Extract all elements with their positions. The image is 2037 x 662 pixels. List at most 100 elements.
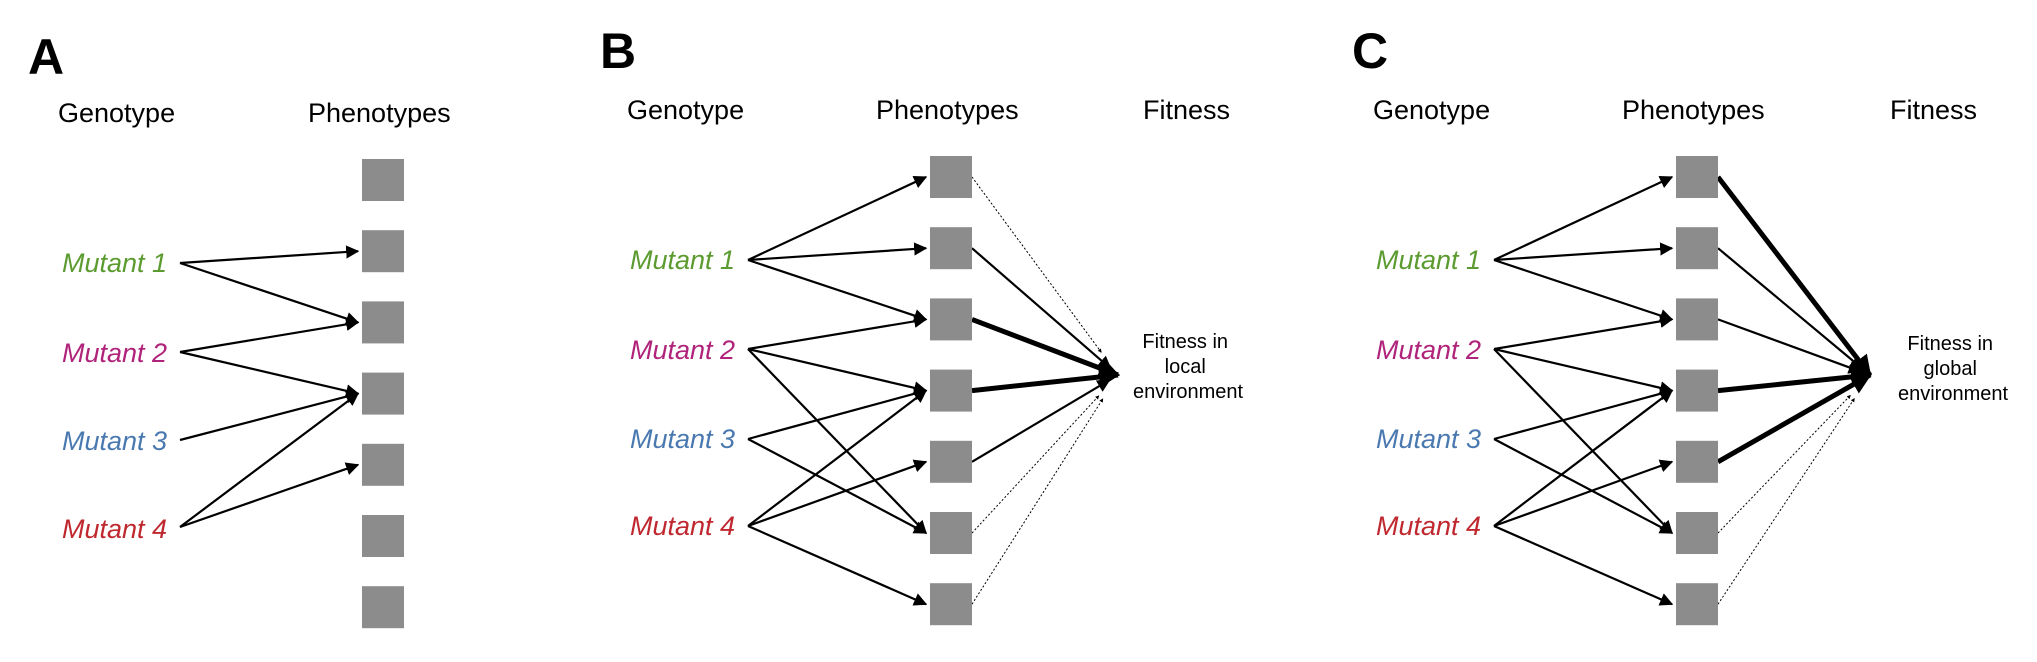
mutant-1-label: Mutant 1 (1376, 245, 1481, 275)
fitness-label-line: environment (1133, 381, 1244, 403)
genotype-phenotype-arrow (1493, 438, 1674, 534)
panel-c: C Genotype Phenotypes Fitness Mutant 1 M… (1352, 23, 2009, 626)
phenotype-fitness-arrow (1717, 398, 1855, 605)
genotype-header: Genotype (627, 95, 744, 125)
phenotype-fitness-arrow (1716, 372, 1872, 464)
mutant-4-label: Mutant 4 (62, 514, 167, 544)
mutant-4-label: Mutant 4 (1376, 511, 1481, 541)
mutant-1-label: Mutant 1 (630, 245, 735, 275)
panel-b: B Genotype Phenotypes Fitness Mutant 1 M… (600, 23, 1244, 626)
genotype-phenotype-arrow (747, 389, 928, 527)
phenotypes-header: Phenotypes (308, 98, 451, 128)
genotype-phenotype-arrow (1493, 314, 1674, 351)
phenotype-box (1676, 156, 1718, 198)
phenotype-box (930, 298, 972, 341)
fitness-header: Fitness (1143, 95, 1230, 125)
genotype-phenotype-arrow (1493, 348, 1673, 534)
genotype-phenotype-arrow (747, 176, 928, 261)
genotype-phenotype-arrow (179, 462, 360, 529)
genotype-phenotype-arrow (1493, 242, 1674, 262)
genotype-phenotype-arrow (1493, 258, 1674, 322)
phenotypes-header: Phenotypes (876, 95, 1019, 125)
genotype-phenotype-arrow (747, 438, 928, 534)
phenotype-box (930, 227, 972, 270)
phenotype-boxes (362, 159, 404, 629)
genotype-phenotype-arrow (1493, 459, 1674, 528)
fitness-label-line: Fitness in (1907, 333, 1993, 355)
genotype-phenotype-arrow (179, 350, 360, 398)
phenotype-fitness-arrow (971, 398, 1104, 605)
genotype-phenotype-arrows (747, 176, 928, 606)
phenotype-box (930, 583, 972, 626)
fitness-node-label: Fitness in local environment (1133, 331, 1244, 403)
fitness-label-line: local (1165, 356, 1206, 378)
panel-label: A (28, 29, 64, 85)
phenotype-box (362, 372, 404, 415)
mutant-3-label: Mutant 3 (630, 424, 735, 454)
genotype-phenotype-arrow (747, 348, 927, 534)
mutant-2-label: Mutant 2 (62, 338, 167, 368)
phenotype-box (930, 440, 972, 483)
phenotype-fitness-arrow (971, 247, 1112, 370)
genotype-phenotype-arrows (179, 245, 360, 529)
genotype-phenotype-arrow (179, 261, 360, 325)
phenotype-fitness-arrow (1717, 247, 1864, 370)
phenotype-fitness-arrow (971, 395, 1100, 534)
mutant-2-label: Mutant 2 (1376, 335, 1481, 365)
phenotype-box (362, 159, 404, 201)
genotype-phenotype-arrow (747, 347, 928, 395)
fitness-label-line: global (1924, 358, 1977, 380)
genotype-phenotype-arrow (1493, 176, 1674, 261)
genotype-phenotype-arrow (179, 392, 360, 528)
genotype-phenotype-arrow (1493, 387, 1674, 441)
phenotype-box (1676, 583, 1718, 626)
phenotype-box (1676, 369, 1718, 412)
phenotype-box (930, 156, 972, 198)
phenotype-box (1676, 512, 1718, 554)
genotype-phenotype-arrow (747, 459, 928, 528)
phenotype-boxes (930, 156, 972, 626)
phenotype-fitness-arrow (1717, 318, 1862, 374)
mutant-3-label: Mutant 3 (62, 426, 167, 456)
genotype-phenotype-arrow (747, 387, 928, 441)
phenotype-box (1676, 440, 1718, 483)
phenotype-box (1676, 298, 1718, 341)
panel-label: C (1352, 23, 1388, 79)
phenotype-fitness-arrows (1716, 175, 1873, 605)
mutant-4-label: Mutant 4 (630, 511, 735, 541)
genotype-phenotype-arrow (179, 390, 360, 442)
mutant-2-label: Mutant 2 (630, 335, 735, 365)
panel-label: B (600, 23, 636, 79)
genotype-phenotype-arrow (1493, 347, 1674, 395)
genotype-phenotype-arrow (747, 258, 928, 322)
phenotype-box (362, 230, 404, 273)
fitness-label-line: Fitness in (1142, 331, 1228, 353)
phenotype-box (1676, 227, 1718, 270)
genotype-phenotype-arrow (747, 314, 928, 351)
genotype-header: Genotype (1373, 95, 1490, 125)
genotype-phenotype-arrow (1493, 389, 1674, 527)
phenotypes-header: Phenotypes (1622, 95, 1765, 125)
phenotype-fitness-arrow (971, 379, 1111, 463)
phenotype-box (362, 301, 404, 344)
phenotype-fitness-arrow (971, 176, 1102, 353)
phenotype-fitness-arrow (1717, 366, 1873, 394)
phenotype-fitness-arrow (971, 317, 1120, 379)
phenotype-boxes (1676, 156, 1718, 626)
phenotype-fitness-arrow (1716, 175, 1872, 377)
genotype-phenotype-arrows (1493, 176, 1674, 606)
phenotype-box (362, 443, 404, 486)
mutant-1-label: Mutant 1 (62, 248, 167, 278)
genotype-phenotype-arrow (747, 242, 928, 262)
mutant-3-label: Mutant 3 (1376, 424, 1481, 454)
phenotype-box (362, 515, 404, 557)
phenotype-fitness-arrow (971, 366, 1121, 394)
phenotype-box (362, 586, 404, 629)
genotype-phenotype-arrow (747, 524, 928, 606)
genotype-phenotype-arrow (1493, 524, 1674, 606)
fitness-label-line: environment (1898, 383, 2009, 405)
phenotype-fitness-arrow (1717, 394, 1851, 534)
fitness-header: Fitness (1890, 95, 1977, 125)
phenotype-box (930, 512, 972, 554)
